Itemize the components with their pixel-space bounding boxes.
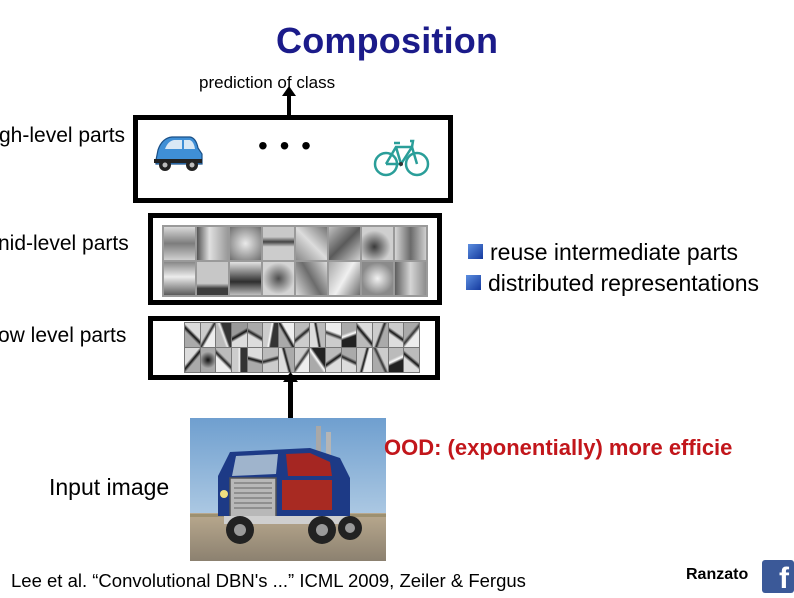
slide-title: Composition xyxy=(276,20,499,61)
bullet-reuse: reuse intermediate parts xyxy=(468,239,738,266)
bullet-square-icon xyxy=(468,244,483,259)
good-statement: OOD: (exponentially) more efficie xyxy=(384,435,733,460)
bullet-distributed-text: distributed representations xyxy=(488,270,760,296)
car-icon xyxy=(154,136,203,171)
bullet-reuse-text: reuse intermediate parts xyxy=(490,239,739,265)
arrow-up-icon xyxy=(283,372,298,382)
bicycle-icon xyxy=(373,139,430,177)
input-image-label: Input image xyxy=(49,474,170,500)
low-level-filters xyxy=(184,322,420,373)
facebook-icon[interactable]: f xyxy=(762,560,794,595)
bullet-square-icon xyxy=(466,275,481,290)
high-level-label: gh-level parts xyxy=(0,124,126,147)
author-name: Ranzato xyxy=(686,566,749,583)
ellipsis: • • • xyxy=(258,130,313,161)
mid-level-filters xyxy=(162,225,428,297)
truck-image xyxy=(190,418,386,561)
low-level-label: ow level parts xyxy=(0,324,127,347)
arrow-shaft xyxy=(288,380,293,420)
prediction-label: prediction of class xyxy=(199,73,336,92)
citation-footer: Lee et al. “Convolutional DBN's ...” ICM… xyxy=(11,570,526,591)
bullet-distributed: distributed representations xyxy=(466,270,759,297)
mid-level-label: nid-level parts xyxy=(0,232,129,255)
